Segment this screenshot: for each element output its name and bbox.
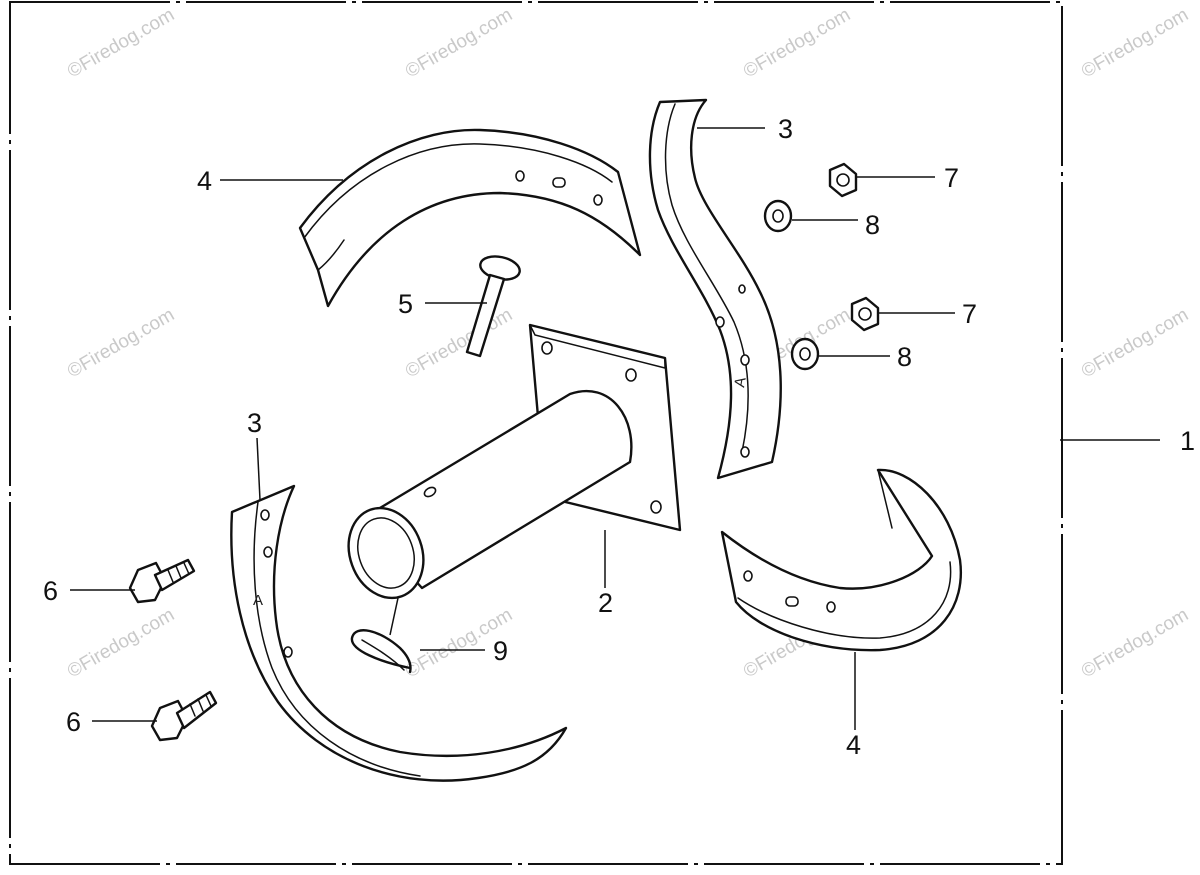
- callout-2: 2: [598, 588, 613, 618]
- tine-mark-left: A: [253, 592, 263, 609]
- pin: [465, 255, 521, 358]
- callout-6-lower: 6: [66, 707, 81, 737]
- leader-lines: [70, 127, 1160, 730]
- watermark: ©Firedog.com: [1078, 304, 1192, 382]
- watermark: ©Firedog.com: [402, 4, 516, 82]
- callout-3-right: 3: [778, 114, 793, 144]
- watermark: ©Firedog.com: [1078, 4, 1192, 82]
- tine-blade-left: A: [230, 484, 568, 782]
- washer-upper: [763, 199, 793, 233]
- watermark: ©Firedog.com: [1078, 604, 1192, 682]
- diagram-frame: [9, 1, 1063, 865]
- shaft-assembly: [347, 323, 682, 600]
- callout-8-lower: 8: [897, 342, 912, 372]
- callout-3-left: 3: [247, 408, 262, 438]
- watermark: ©Firedog.com: [64, 4, 178, 82]
- callout-9: 9: [493, 636, 508, 666]
- tine-mark-right: A: [731, 376, 749, 389]
- callout-8-upper: 8: [865, 210, 880, 240]
- bolt-lower: [150, 690, 218, 742]
- callout-7-lower: 7: [962, 299, 977, 329]
- tine-blade-top: [298, 128, 642, 308]
- bolt-upper: [128, 558, 196, 604]
- callout-labels: 1 2 3 3 4 4 5 6 6 7 7 8 8 9: [43, 114, 1195, 760]
- nut-upper: [828, 162, 858, 198]
- callout-5: 5: [398, 289, 413, 319]
- washer-lower: [790, 337, 820, 371]
- callout-4-top: 4: [197, 166, 212, 196]
- watermark: ©Firedog.com: [64, 304, 178, 382]
- watermark: ©Firedog.com: [64, 604, 178, 682]
- nut-lower: [850, 296, 880, 332]
- tine-blade-bottom: [720, 468, 963, 652]
- callout-4-bottom: 4: [846, 730, 861, 760]
- watermark: ©Firedog.com: [740, 4, 854, 82]
- callout-1: 1: [1180, 426, 1195, 456]
- callout-7-upper: 7: [944, 163, 959, 193]
- tine-blade-right: A: [648, 98, 782, 480]
- watermark: ©Firedog.com: [402, 304, 516, 382]
- hair-pin-clip: [350, 629, 412, 674]
- callout-6-upper: 6: [43, 576, 58, 606]
